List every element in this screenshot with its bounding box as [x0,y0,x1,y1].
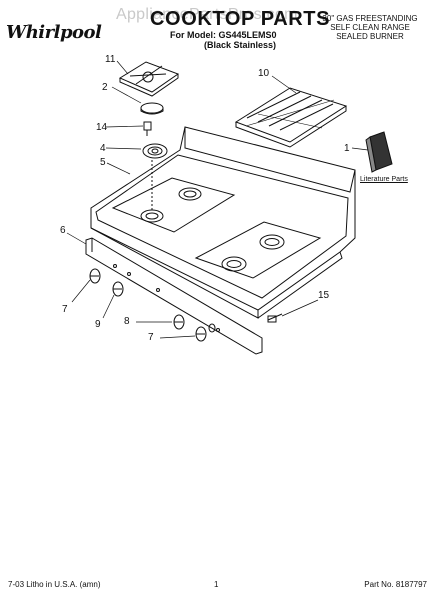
burner-grate-small [118,61,180,97]
spec-line-2: SELF CLEAN RANGE [330,23,410,32]
callout-8: 8 [124,316,130,327]
footer-litho: 7-03 Litho in U.S.A. (amn) [8,580,101,589]
model-line: For Model: GS445LEMS0 [170,30,277,40]
footer-page-number: 1 [214,580,219,589]
literature-packet [365,131,393,173]
page-title: COOKTOP PARTS [150,8,331,30]
cooktop-panel [90,126,356,319]
watermark: AppliancePartsPros.com [116,6,298,23]
spec-line-3: SEALED BURNER [336,32,404,41]
spec-line-1: 30" GAS FREESTANDING [322,14,418,23]
control-panel-strip [85,237,263,355]
callout-7-left: 7 [62,304,68,315]
footer-part-number: Part No. 8187797 [364,580,427,589]
callout-7-right: 7 [148,332,154,343]
leader-lines [66,60,369,339]
callout-14: 14 [96,122,108,133]
callout-15: 15 [318,290,330,301]
callout-11: 11 [105,54,116,65]
callout-4: 4 [100,143,106,154]
callout-2: 2 [102,82,108,93]
knob-set [89,268,216,342]
spec-block: 30" GAS FREESTANDING SELF CLEAN RANGE SE… [315,14,425,41]
callout-1: 1 [344,143,350,154]
callout-9: 9 [95,319,101,330]
burner-cap [140,102,164,115]
burner-grate-large [234,87,348,148]
burner-screw [143,121,152,136]
screw-part [267,313,283,323]
callout-6: 6 [60,225,66,236]
whirlpool-logo: Whirlpool [6,22,102,43]
callout-5: 5 [100,157,106,168]
callout-10: 10 [258,68,270,79]
burner-base [142,143,168,212]
literature-parts-label: Literature Parts [360,176,408,183]
color-line: (Black Stainless) [204,40,277,50]
